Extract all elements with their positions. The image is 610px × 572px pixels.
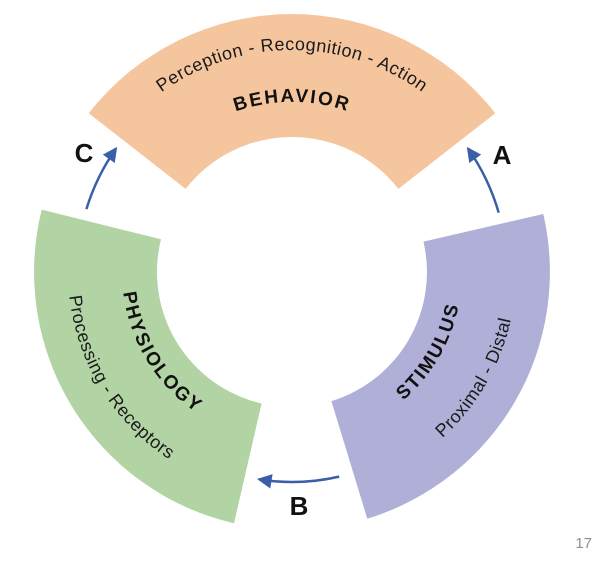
- stimulus-segment: [331, 214, 550, 519]
- arrow-c-label: C: [75, 138, 94, 168]
- arrow-b-stimulus-to-physiology: [257, 474, 340, 489]
- arrow-a-label: A: [493, 140, 512, 170]
- behavior-segment: [88, 14, 496, 189]
- physiology-segment: [34, 209, 262, 524]
- arrow-c-physiology-to-behavior: [85, 146, 118, 210]
- page-number: 17: [575, 535, 592, 552]
- arrow-b-label: B: [290, 491, 309, 521]
- arrow-a-stimulus-to-behavior: [466, 146, 500, 214]
